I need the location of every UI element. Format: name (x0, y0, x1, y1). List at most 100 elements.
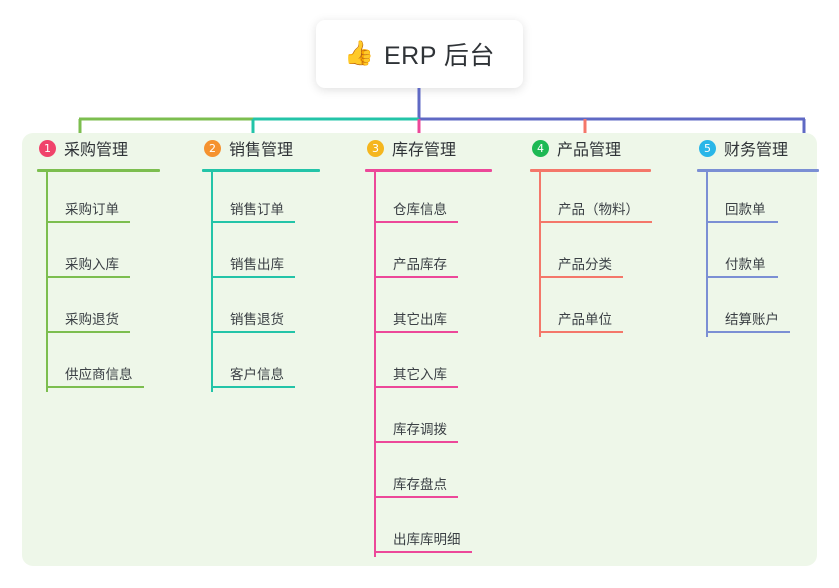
leaf-item-underline (706, 221, 778, 223)
leaf-item[interactable]: 其它入库 (374, 339, 535, 394)
column-items: 销售订单销售出库销售退货客户信息 (202, 172, 352, 394)
leaf-item-underline (374, 331, 458, 333)
leaf-item-underline (539, 276, 623, 278)
column-header-1[interactable]: 1 采购管理 (37, 133, 187, 163)
leaf-item-underline (374, 551, 472, 553)
leaf-item-label: 库存调拨 (393, 422, 447, 437)
leaf-item-label: 产品库存 (393, 257, 447, 272)
leaf-item-label: 其它入库 (393, 367, 447, 382)
leaf-item-underline (539, 221, 652, 223)
leaf-item[interactable]: 采购入库 (46, 229, 187, 284)
leaf-item-underline (46, 386, 144, 388)
leaf-item[interactable]: 销售出库 (211, 229, 352, 284)
column-items: 仓库信息产品库存其它出库其它入库库存调拨库存盘点出库库明细 (365, 172, 535, 559)
column-rule (530, 169, 651, 172)
leaf-item[interactable]: 采购退货 (46, 284, 187, 339)
column-badge-2: 2 (204, 139, 221, 157)
leaf-item[interactable]: 库存调拨 (374, 394, 535, 449)
column-header-5[interactable]: 5 财务管理 (697, 133, 839, 163)
leaf-item-underline (374, 441, 458, 443)
leaf-item-label: 产品（物料） (558, 202, 639, 217)
leaf-item-label: 采购退货 (65, 312, 119, 327)
leaf-item[interactable]: 销售订单 (211, 174, 352, 229)
leaf-item-label: 回款单 (725, 202, 766, 217)
column-4: 4 产品管理产品（物料） 产品分类产品单位 (530, 133, 700, 339)
leaf-item-label: 库存盘点 (393, 477, 447, 492)
leaf-item-underline (374, 496, 458, 498)
leaf-item[interactable]: 库存盘点 (374, 449, 535, 504)
leaf-item[interactable]: 销售退货 (211, 284, 352, 339)
thumbs-up-icon: 👍 (344, 40, 374, 67)
leaf-item-label: 供应商信息 (65, 367, 133, 382)
column-rail (374, 172, 376, 557)
column-rail (539, 172, 541, 337)
column-items: 产品（物料） 产品分类产品单位 (530, 172, 700, 339)
column-rail (706, 172, 708, 337)
leaf-item[interactable]: 付款单 (706, 229, 839, 284)
leaf-item[interactable]: 仓库信息 (374, 174, 535, 229)
leaf-item-label: 采购入库 (65, 257, 119, 272)
leaf-item-underline (211, 331, 295, 333)
leaf-item-label: 产品分类 (558, 257, 612, 272)
leaf-item-label: 销售出库 (230, 257, 284, 272)
leaf-item-underline (211, 221, 295, 223)
leaf-item-label: 销售退货 (230, 312, 284, 327)
root-node-title: ERP 后台 (383, 42, 495, 70)
leaf-item[interactable]: 产品（物料） (539, 174, 700, 229)
column-rail (46, 172, 48, 392)
leaf-item-label: 客户信息 (230, 367, 284, 382)
column-items: 采购订单采购入库采购退货供应商信息 (37, 172, 187, 394)
column-title: 产品管理 (557, 142, 622, 159)
column-badge-1: 1 (39, 139, 56, 157)
column-title: 销售管理 (229, 142, 294, 159)
leaf-item[interactable]: 客户信息 (211, 339, 352, 394)
column-rail (211, 172, 213, 392)
column-3: 3 库存管理仓库信息产品库存其它出库其它入库库存调拨库存盘点出库库明细 (365, 133, 535, 559)
leaf-item[interactable]: 产品分类 (539, 229, 700, 284)
leaf-item-underline (46, 331, 130, 333)
leaf-item-underline (706, 331, 790, 333)
column-title: 财务管理 (724, 142, 789, 159)
column-rule (202, 169, 320, 172)
leaf-item[interactable]: 其它出库 (374, 284, 535, 339)
column-5: 5 财务管理回款单付款单结算账户 (697, 133, 839, 339)
column-rule (37, 169, 160, 172)
leaf-item-underline (706, 276, 778, 278)
root-node-card[interactable]: 👍 ERP 后台 (316, 20, 523, 88)
leaf-item-underline (211, 386, 295, 388)
column-2: 2 销售管理销售订单销售出库销售退货客户信息 (202, 133, 352, 394)
leaf-item[interactable]: 采购订单 (46, 174, 187, 229)
column-title: 库存管理 (392, 142, 457, 159)
leaf-item[interactable]: 产品库存 (374, 229, 535, 284)
leaf-item-underline (211, 276, 295, 278)
column-items: 回款单付款单结算账户 (697, 172, 839, 339)
leaf-item-underline (46, 276, 130, 278)
leaf-item-label: 仓库信息 (393, 202, 447, 217)
leaf-item-underline (374, 276, 458, 278)
column-header-2[interactable]: 2 销售管理 (202, 133, 352, 163)
leaf-item-label: 付款单 (725, 257, 766, 272)
leaf-item[interactable]: 产品单位 (539, 284, 700, 339)
leaf-item-underline (46, 221, 130, 223)
leaf-item-label: 结算账户 (725, 312, 779, 327)
column-badge-5: 5 (699, 139, 716, 157)
column-1: 1 采购管理采购订单采购入库采购退货供应商信息 (37, 133, 187, 394)
leaf-item-label: 销售订单 (230, 202, 284, 217)
branches-panel: 1 采购管理采购订单采购入库采购退货供应商信息 2 销售管理销售订单销售出库销售退货客… (22, 133, 819, 566)
leaf-item-underline (374, 221, 458, 223)
leaf-item-underline (374, 386, 458, 388)
leaf-item[interactable]: 结算账户 (706, 284, 839, 339)
column-header-4[interactable]: 4 产品管理 (530, 133, 700, 163)
leaf-item[interactable]: 出库库明细 (374, 504, 535, 559)
column-badge-3: 3 (367, 139, 384, 157)
column-header-3[interactable]: 3 库存管理 (365, 133, 535, 163)
column-badge-4: 4 (532, 139, 549, 157)
column-rule (365, 169, 492, 172)
leaf-item[interactable]: 供应商信息 (46, 339, 187, 394)
column-title: 采购管理 (64, 142, 129, 159)
leaf-item-underline (539, 331, 623, 333)
leaf-item-label: 其它出库 (393, 312, 447, 327)
leaf-item-label: 采购订单 (65, 202, 119, 217)
leaf-item[interactable]: 回款单 (706, 174, 839, 229)
